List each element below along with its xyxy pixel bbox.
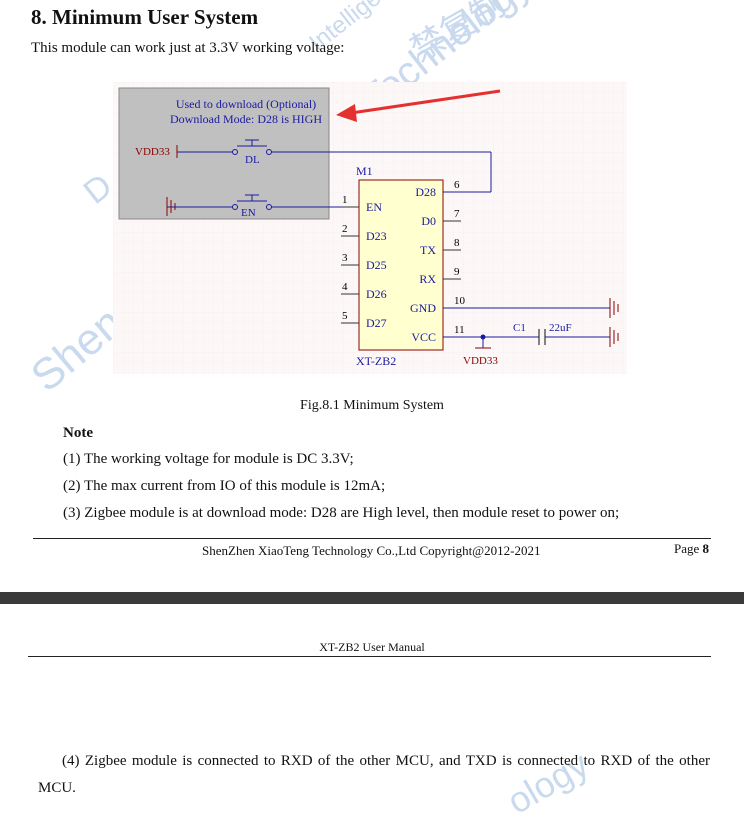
vdd-bottom-label: VDD33 [463,355,498,367]
svg-text:2: 2 [342,223,348,235]
btn-en-label: EN [241,207,256,219]
svg-text:D28: D28 [415,185,436,199]
svg-text:D27: D27 [366,316,387,330]
right-pin-11: 11 VCC [411,324,539,344]
right-pin-8: 8 TX [420,237,461,257]
svg-text:D25: D25 [366,258,387,272]
right-pin-10: 10 GND [410,295,610,315]
page-number: Page 8 [674,541,710,556]
header-rule [28,656,711,657]
svg-text:EN: EN [366,200,382,214]
svg-text:RX: RX [419,272,436,286]
svg-text:D0: D0 [421,214,436,228]
svg-text:5: 5 [342,310,348,322]
next-page-header: XT-ZB2 User Manual [319,640,425,654]
svg-text:9: 9 [454,266,460,278]
intro-text: This module can work just at 3.3V workin… [31,40,345,56]
note-item-2: (2) The max current from IO of this modu… [63,478,386,494]
right-pin-6: 6 D28 [415,179,460,199]
cap-value: 22uF [549,322,572,334]
svg-text:D26: D26 [366,287,387,301]
svg-text:VCC: VCC [411,330,436,344]
vdd-left-label: VDD33 [135,146,170,158]
download-box [118,87,330,220]
note-item-1: (1) The working voltage for module is DC… [63,451,354,467]
left-pin-1: 1 EN [341,194,382,214]
svg-text:11: 11 [454,324,465,336]
box-line2: Download Mode: D28 is HIGH [170,112,322,126]
svg-text:3: 3 [342,252,348,264]
footer-company: ShenZhen XiaoTeng Technology Co.,Ltd Cop… [202,543,541,558]
svg-text:8: 8 [454,237,460,249]
ground-right-top-icon [609,298,619,318]
right-pin-9: 9 RX [419,266,461,286]
note-item-3: (3) Zigbee module is at download mode: D… [63,505,620,521]
left-pin-2: 2 D23 [341,223,387,243]
figure-caption: Fig.8.1 Minimum System [300,398,444,413]
cap-ref: C1 [513,322,526,334]
btn-dl-label: DL [245,154,260,166]
arrow-head-icon [336,104,357,122]
ground-right-bottom-icon [609,327,619,347]
svg-text:6: 6 [454,179,460,191]
svg-text:GND: GND [410,301,436,315]
svg-text:1: 1 [342,194,348,206]
left-pin-3: 3 D25 [341,252,387,272]
left-pin-5: 5 D27 [341,310,387,330]
note-item-4: (4) Zigbee module is connected to RXD of… [38,753,710,796]
svg-text:TX: TX [420,243,436,257]
note-heading: Note [63,425,93,441]
svg-text:D23: D23 [366,229,387,243]
box-line1: Used to download (Optional) [176,97,316,111]
section-title: 8. Minimum User System [31,5,259,29]
footer-rule [33,538,711,539]
watermark-chinese: 禁复制 [404,0,512,70]
schematic-diagram: Used to download (Optional) Download Mod… [113,82,627,374]
left-pin-4: 4 D26 [341,281,387,301]
right-pin-7: 7 D0 [421,208,461,228]
module-body [358,179,444,351]
svg-text:7: 7 [454,208,460,220]
svg-text:4: 4 [342,281,348,293]
svg-text:10: 10 [454,295,466,307]
module-name: XT-ZB2 [356,354,396,368]
page-break-bar [0,592,744,604]
module-ref: M1 [356,164,373,178]
